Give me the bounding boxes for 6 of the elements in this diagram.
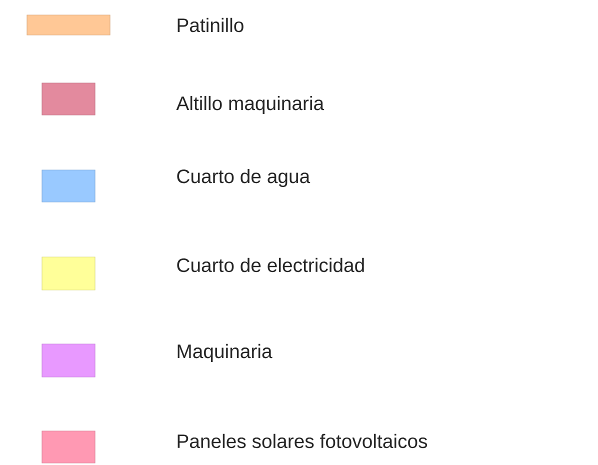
legend-label: Patinillo	[178, 18, 244, 32]
legend-label: Cuarto de agua	[177, 168, 310, 188]
legend-label: Maquinaria	[178, 344, 272, 362]
legend-label: Altillo maquinaria	[176, 96, 324, 114]
legend-label: Paneles solares fotovoltaicos	[178, 434, 428, 448]
legend-label: Cuarto de electricidad	[177, 258, 364, 272]
